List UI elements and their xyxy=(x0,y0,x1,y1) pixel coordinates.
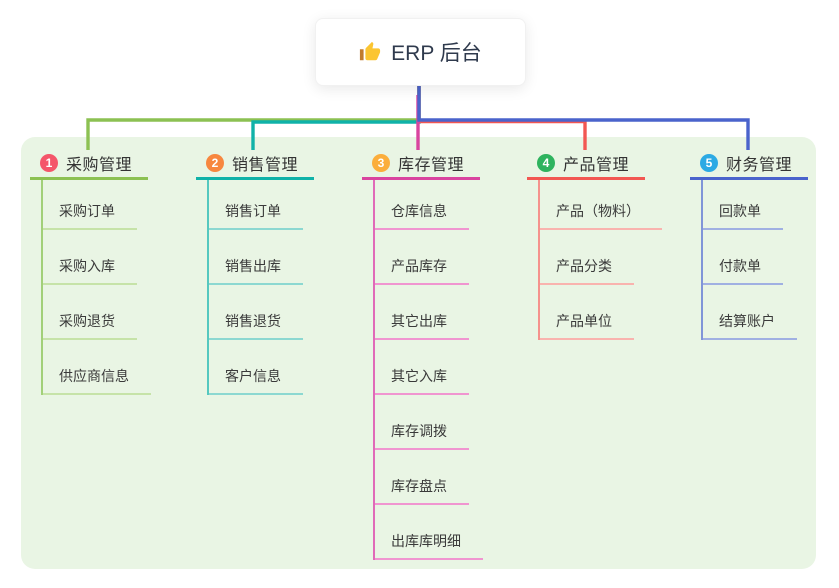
child-node-label[interactable]: 供应商信息 xyxy=(43,366,151,395)
child-node: 库存调拨 xyxy=(375,395,483,450)
child-node-label[interactable]: 采购退货 xyxy=(43,311,137,340)
child-node: 采购订单 xyxy=(43,180,151,230)
branch-title: 财务管理 xyxy=(726,156,793,174)
child-node: 产品（物料） xyxy=(540,180,662,230)
branch-number-badge: 3 xyxy=(372,153,390,172)
branch-number-badge: 4 xyxy=(537,153,555,172)
branch-children: 销售订单 销售出库 销售退货 客户信息 xyxy=(207,180,314,395)
child-node: 销售订单 xyxy=(209,180,314,230)
child-node-label[interactable]: 结算账户 xyxy=(703,311,797,340)
thumbs-up-icon xyxy=(359,41,381,63)
child-node-label[interactable]: 库存调拨 xyxy=(375,421,469,450)
child-node: 采购退货 xyxy=(43,285,151,340)
branch-header[interactable]: 3 库存管理 xyxy=(362,148,480,180)
root-node[interactable]: ERP 后台 xyxy=(315,18,526,86)
child-node-label[interactable]: 付款单 xyxy=(703,256,783,285)
child-node: 出库库明细 xyxy=(375,505,483,560)
child-node-label[interactable]: 其它入库 xyxy=(375,366,469,395)
child-node-label[interactable]: 销售退货 xyxy=(209,311,303,340)
branch-header[interactable]: 2 销售管理 xyxy=(196,148,314,180)
child-node: 客户信息 xyxy=(209,340,314,395)
child-node: 供应商信息 xyxy=(43,340,151,395)
child-node-label[interactable]: 产品（物料） xyxy=(540,201,662,230)
mindmap-canvas xyxy=(21,137,816,569)
child-node: 产品单位 xyxy=(540,285,662,340)
branch: 2 销售管理 销售订单 销售出库 销售退货 客户信息 xyxy=(196,148,314,395)
child-node: 其它入库 xyxy=(375,340,483,395)
child-node-label[interactable]: 库存盘点 xyxy=(375,476,469,505)
branch-children: 回款单 付款单 结算账户 xyxy=(701,180,808,340)
child-node: 仓库信息 xyxy=(375,180,483,230)
child-node: 结算账户 xyxy=(703,285,808,340)
branch-children: 产品（物料） 产品分类 产品单位 xyxy=(538,180,662,340)
child-node-label[interactable]: 回款单 xyxy=(703,201,783,230)
child-node-label[interactable]: 其它出库 xyxy=(375,311,469,340)
child-node: 库存盘点 xyxy=(375,450,483,505)
branch-title: 采购管理 xyxy=(66,156,133,174)
branch-number-badge: 1 xyxy=(40,153,58,172)
child-node-label[interactable]: 客户信息 xyxy=(209,366,303,395)
branch: 1 采购管理 采购订单 采购入库 采购退货 供应商信息 xyxy=(30,148,151,395)
child-node-label[interactable]: 产品库存 xyxy=(375,256,469,285)
child-node-label[interactable]: 出库库明细 xyxy=(375,531,483,560)
branch: 3 库存管理 仓库信息 产品库存 其它出库 其它入库 库存调拨 库存盘点 出库库… xyxy=(362,148,483,560)
branch-title: 销售管理 xyxy=(232,156,299,174)
child-node: 销售出库 xyxy=(209,230,314,285)
root-node-label: ERP 后台 xyxy=(391,42,482,65)
branch: 5 财务管理 回款单 付款单 结算账户 xyxy=(690,148,808,340)
branch-title: 产品管理 xyxy=(563,156,630,174)
child-node: 付款单 xyxy=(703,230,808,285)
child-node: 采购入库 xyxy=(43,230,151,285)
child-node-label[interactable]: 仓库信息 xyxy=(375,201,469,230)
child-node-label[interactable]: 采购订单 xyxy=(43,201,137,230)
branch-number-badge: 2 xyxy=(206,153,224,172)
child-node: 产品分类 xyxy=(540,230,662,285)
child-node: 其它出库 xyxy=(375,285,483,340)
branch-children: 仓库信息 产品库存 其它出库 其它入库 库存调拨 库存盘点 出库库明细 xyxy=(373,180,483,560)
branch-children: 采购订单 采购入库 采购退货 供应商信息 xyxy=(41,180,151,395)
child-node: 回款单 xyxy=(703,180,808,230)
child-node: 产品库存 xyxy=(375,230,483,285)
branch-number-badge: 5 xyxy=(700,153,718,172)
child-node-label[interactable]: 销售出库 xyxy=(209,256,303,285)
child-node-label[interactable]: 销售订单 xyxy=(209,201,303,230)
child-node: 销售退货 xyxy=(209,285,314,340)
child-node-label[interactable]: 产品单位 xyxy=(540,311,634,340)
branch: 4 产品管理 产品（物料） 产品分类 产品单位 xyxy=(527,148,662,340)
branch-title: 库存管理 xyxy=(398,156,465,174)
branch-header[interactable]: 1 采购管理 xyxy=(30,148,148,180)
branch-header[interactable]: 5 财务管理 xyxy=(690,148,808,180)
child-node-label[interactable]: 产品分类 xyxy=(540,256,634,285)
child-node-label[interactable]: 采购入库 xyxy=(43,256,137,285)
branch-header[interactable]: 4 产品管理 xyxy=(527,148,645,180)
